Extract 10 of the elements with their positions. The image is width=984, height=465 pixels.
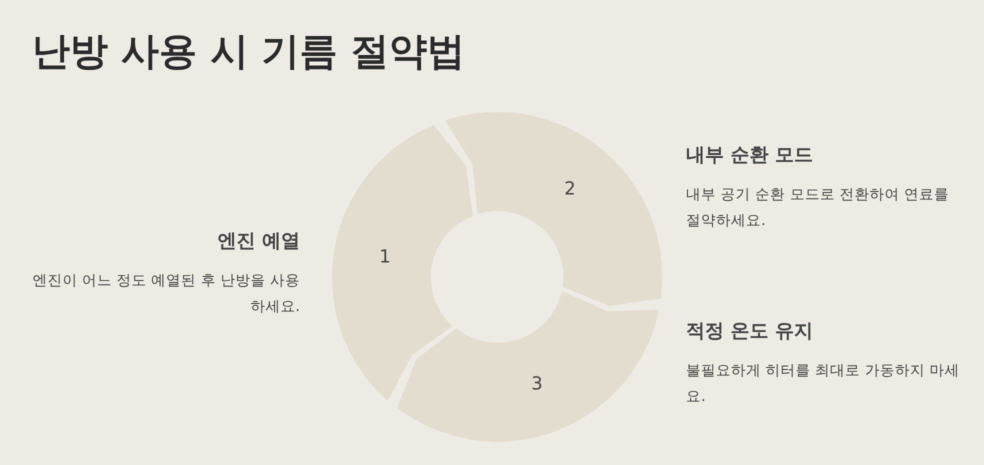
step-heading: 엔진 예열 (216, 229, 300, 254)
step-number: 2 (564, 178, 576, 200)
step-number: 1 (379, 246, 391, 268)
step-description: 내부 공기 순환 모드로 전환하여 연료를 절약하세요. (686, 186, 950, 231)
step-heading: 내부 순환 모드 (686, 143, 814, 168)
step-description: 엔진이 어느 정도 예열된 후 난방을 사용하세요. (31, 272, 300, 317)
title: 난방 사용 시 기름 절약법 (32, 28, 465, 75)
step-description: 불필요하게 히터를 최대로 가동하지 마세요. (686, 362, 960, 407)
step-heading: 적정 온도 유지 (686, 319, 814, 344)
step-number: 3 (531, 373, 543, 394)
